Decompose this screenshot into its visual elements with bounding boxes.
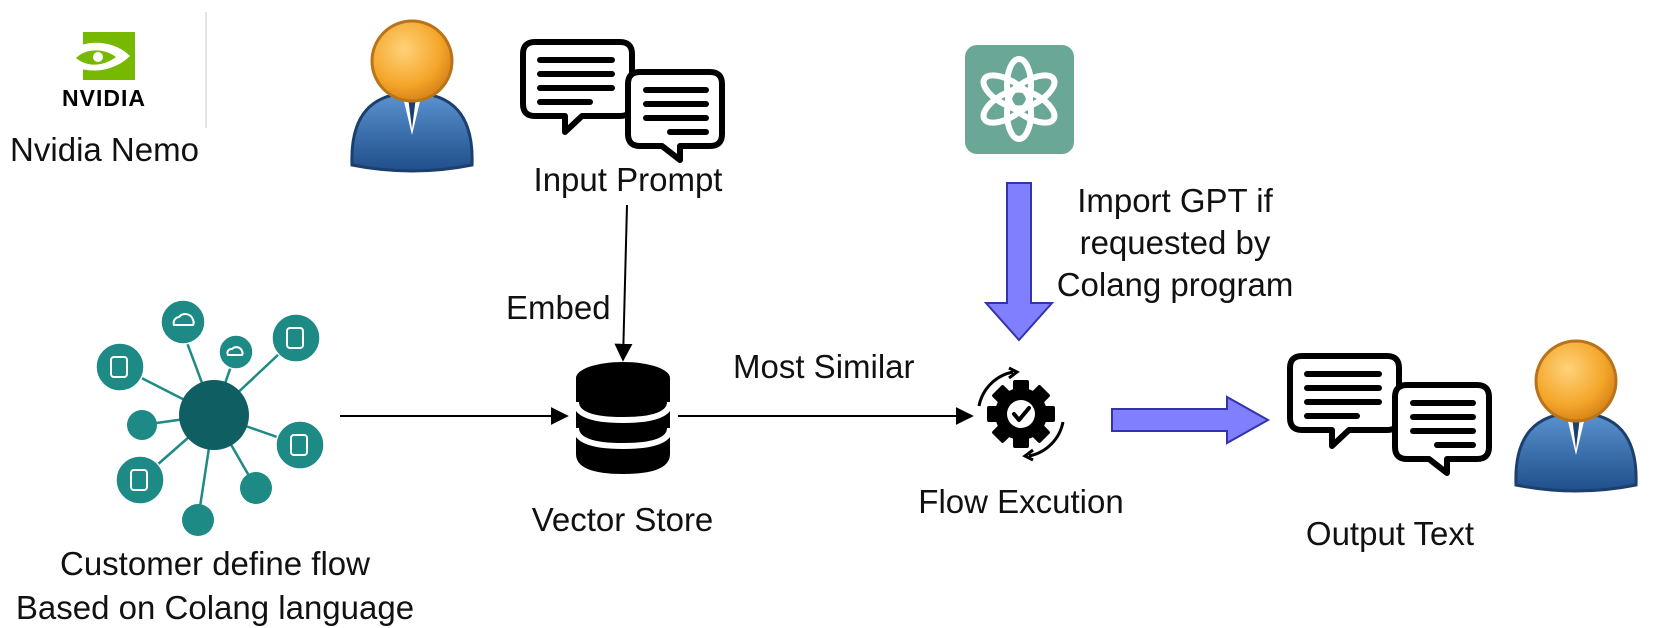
vector-store-label: Vector Store: [531, 501, 714, 538]
gpt-note-line: Import GPT if: [1077, 182, 1273, 219]
embed-label: Embed: [506, 289, 611, 326]
output-arrow: [1111, 395, 1271, 445]
user-avatar-icon: [1514, 339, 1638, 493]
gpt-import-arrow: [983, 182, 1055, 342]
openai-logo-icon: [965, 45, 1074, 154]
customer-flow-line: Based on Colang language: [15, 589, 415, 626]
most-similar-label: Most Similar: [733, 348, 915, 385]
embed-arrow: [614, 204, 633, 362]
customer-flow-line: Customer define flow: [60, 545, 370, 582]
gear-check-icon: [977, 366, 1065, 462]
gpt-note-line: requested by: [1079, 224, 1271, 261]
output-text-label: Output Text: [1305, 515, 1475, 552]
network-hub-icon: [95, 299, 325, 536]
nvidia-logo: NVIDIA: [62, 32, 146, 111]
chat-bubbles-icon: [520, 39, 725, 163]
customer-flow-caption: Customer define flow Based on Colang lan…: [0, 544, 430, 628]
gpt-note: Import GPT if requested by Colang progra…: [1040, 181, 1310, 305]
brand-caption: Nvidia Nemo: [10, 131, 199, 168]
input-prompt-label: Input Prompt: [533, 161, 723, 198]
database-icon: [573, 362, 673, 474]
user-avatar-icon: [350, 19, 474, 173]
flow-execution-label: Flow Excution: [918, 483, 1124, 520]
chat-bubbles-icon: [1287, 353, 1492, 476]
nvidia-wordmark: NVIDIA: [62, 85, 146, 111]
gpt-note-line: Colang program: [1056, 266, 1294, 303]
